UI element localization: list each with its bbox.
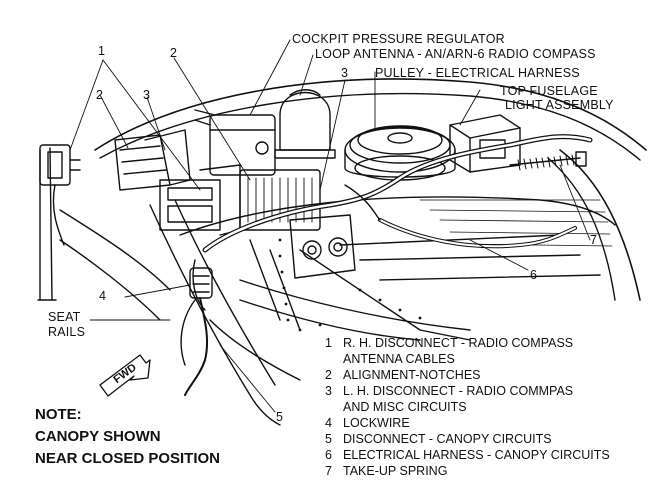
note-heading: NOTE: <box>35 406 82 423</box>
take-up-spring <box>509 151 587 171</box>
callout-2-top: 2 <box>170 46 177 60</box>
callout-5: 5 <box>276 410 283 424</box>
canopy-frame-inner <box>99 92 641 161</box>
label-loop-antenna: LOOP ANTENNA - AN/ARN-6 RADIO COMPASS <box>315 47 596 61</box>
pressure-regulator <box>194 109 276 176</box>
loop-antenna-dome <box>274 89 336 159</box>
pulley-wheel <box>344 125 456 181</box>
canopy-disconnect <box>180 259 213 396</box>
note-line: NEAR CLOSED POSITION <box>35 450 221 467</box>
callout-3-top: 3 <box>341 66 348 80</box>
callout-7: 7 <box>590 233 597 247</box>
note-line: CANOPY SHOWN <box>35 428 161 445</box>
legend-item: AND MISC CIRCUITS <box>343 400 467 414</box>
gauge-panel <box>289 214 356 279</box>
legend-item: ANTENNA CABLES <box>343 352 455 366</box>
label-seat: SEAT <box>48 310 81 324</box>
callout-3-left: 3 <box>143 88 150 102</box>
rivets <box>278 238 422 332</box>
callout-1-left: 1 <box>98 44 105 58</box>
note-block: NOTE: CANOPY SHOWN NEAR CLOSED POSITION <box>35 404 220 470</box>
label-pulley-harness: PULLEY - ELECTRICAL HARNESS <box>375 66 580 80</box>
label-cockpit-pressure-regulator: COCKPIT PRESSURE REGULATOR <box>292 32 505 46</box>
label-rails: RAILS <box>48 325 86 339</box>
left-connector-block <box>114 129 191 191</box>
canopy-edge-right <box>559 149 641 301</box>
leader-lines <box>69 39 591 413</box>
canopy-frame <box>94 78 647 151</box>
fwd-arrow <box>99 354 151 397</box>
canopy-deck <box>179 196 616 236</box>
callout-2-left: 2 <box>96 88 103 102</box>
left-side-panel <box>149 204 281 426</box>
callout-6: 6 <box>530 268 537 282</box>
left-disconnect-plug <box>39 144 81 246</box>
label-top-fuselage: TOP FUSELAGE <box>500 84 598 98</box>
label-light-assembly: LIGHT ASSEMBLY <box>505 98 614 112</box>
callout-4: 4 <box>99 289 106 303</box>
